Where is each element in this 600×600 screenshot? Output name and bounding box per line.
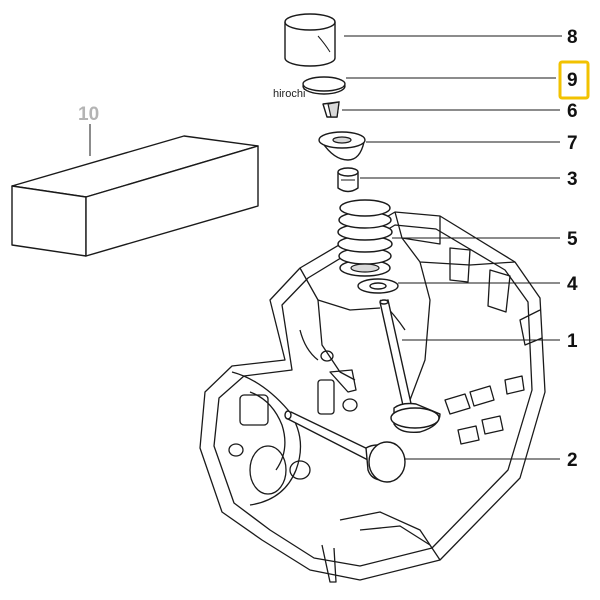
- callout-5: 5: [567, 229, 578, 250]
- callout-9: 9: [567, 70, 578, 91]
- part-7-retainer: [318, 131, 366, 161]
- part-5-valve-spring: [337, 199, 393, 277]
- callout-6: 6: [567, 101, 578, 122]
- part-8-tappet: [284, 13, 336, 67]
- part-4-washer: [357, 278, 399, 294]
- callout-2: 2: [567, 450, 578, 471]
- part-2-valve: [284, 410, 406, 483]
- part-3-stem-seal: [337, 167, 359, 193]
- callout-8: 8: [567, 27, 578, 48]
- leader-lines: [89, 35, 562, 460]
- callout-4: 4: [567, 274, 578, 295]
- callout-10: 10: [78, 104, 99, 125]
- part-1-valve: [379, 299, 441, 434]
- callout-9-highlight: [558, 60, 590, 100]
- part-10-block: [11, 135, 259, 257]
- callout-7: 7: [567, 133, 578, 154]
- cylinder-head: [199, 211, 546, 583]
- part-6-collets: [322, 101, 340, 118]
- part-9-shim: [302, 76, 346, 95]
- callout-1: 1: [567, 331, 578, 352]
- watermark-text: hirochi: [273, 88, 305, 100]
- callout-3: 3: [567, 169, 578, 190]
